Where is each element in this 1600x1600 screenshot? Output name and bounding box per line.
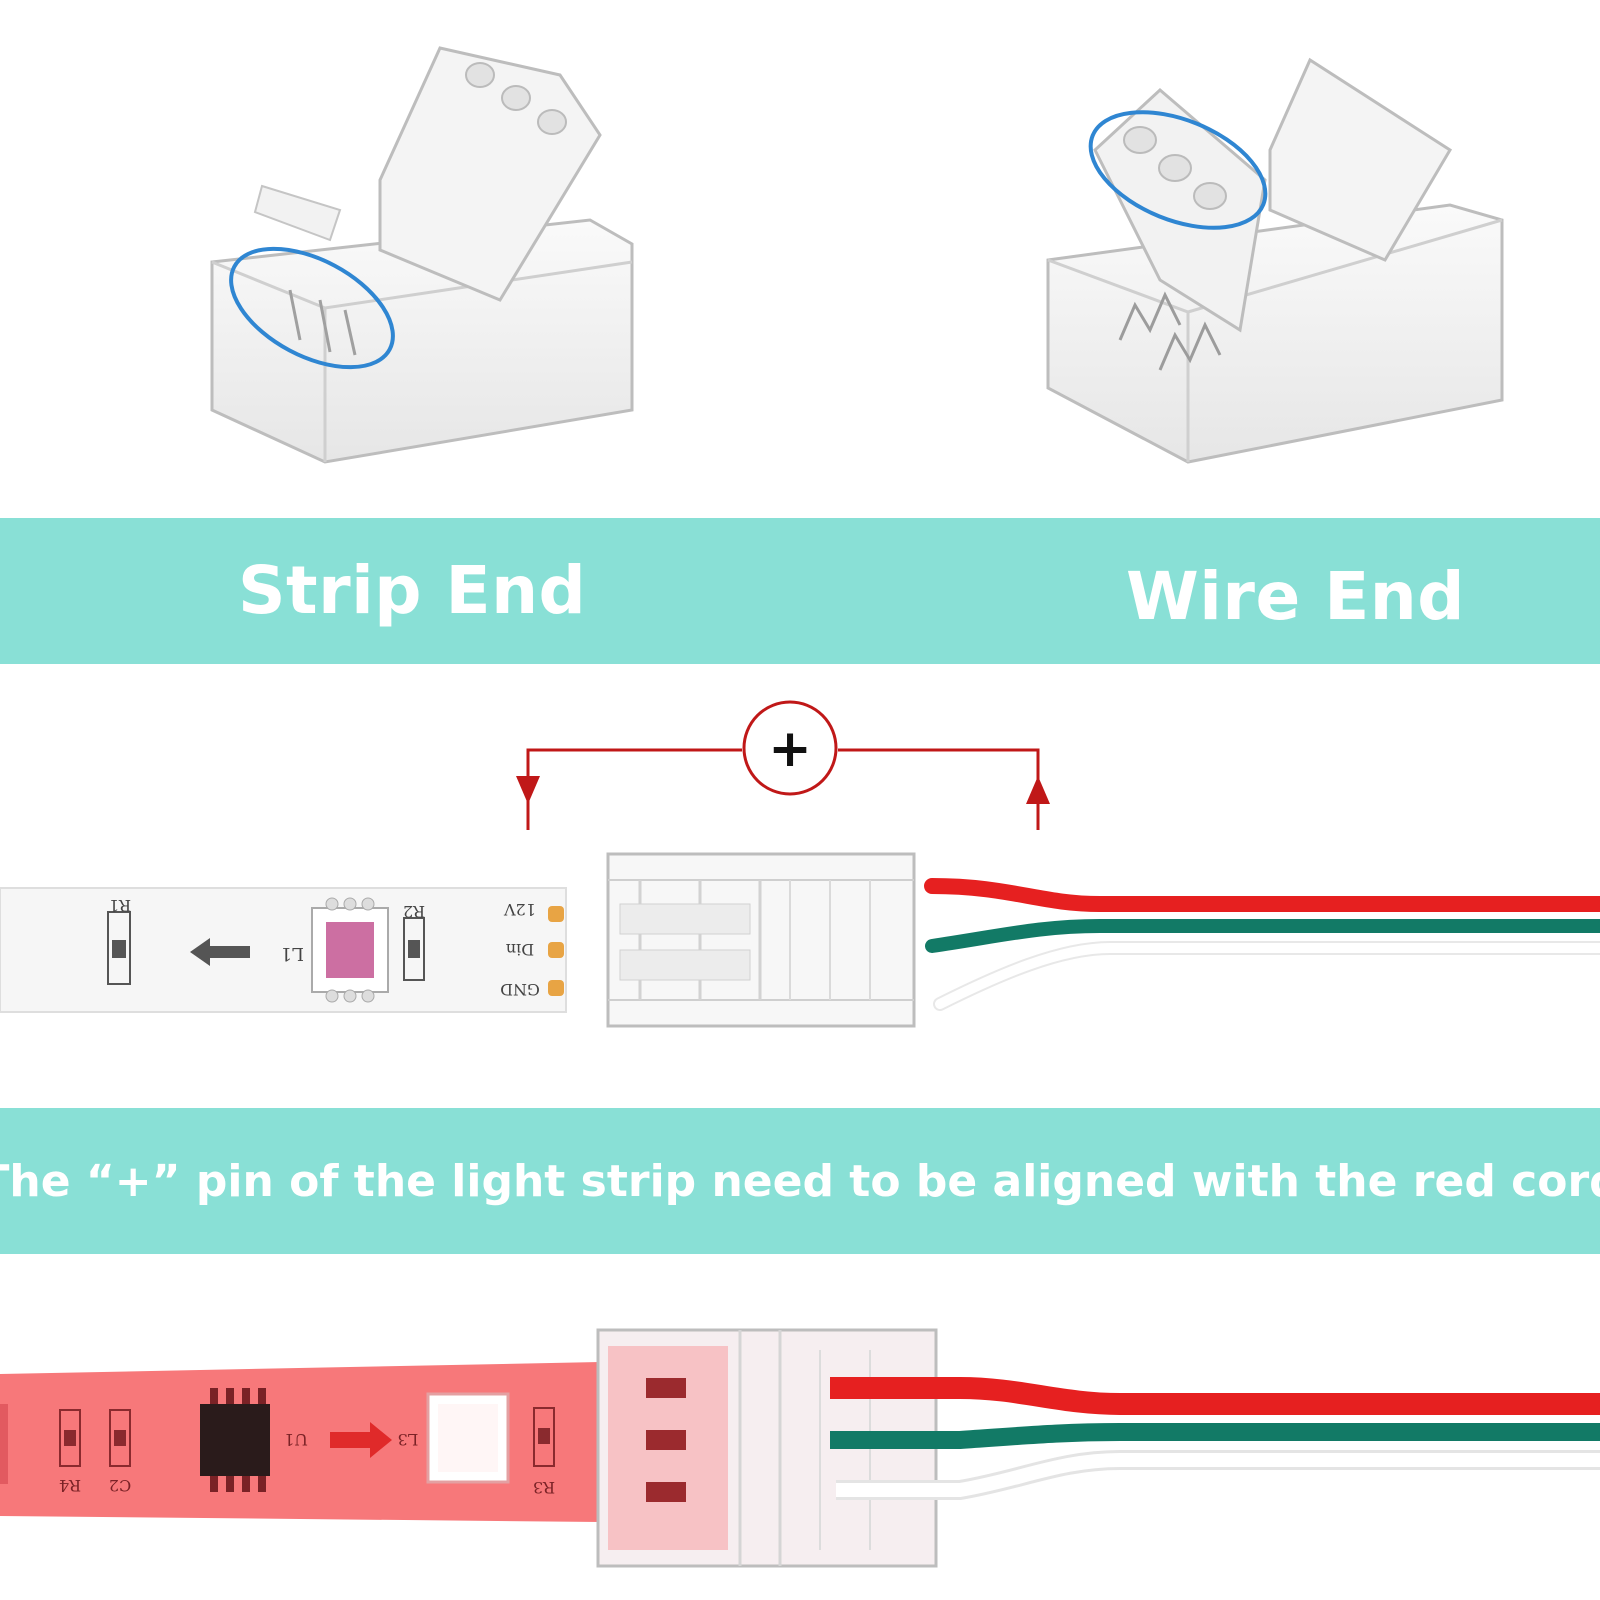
connected-lit-strip: R4 C2 U1 L3 R3 xyxy=(0,1328,1600,1568)
connector-illustrations xyxy=(210,46,1504,464)
svg-text:R3: R3 xyxy=(533,1478,555,1497)
three-core-cable-attached xyxy=(830,1377,1600,1500)
ic-chip xyxy=(200,1404,270,1476)
down-arrow-icon xyxy=(516,776,540,804)
led-strip-unlit: R1 L1 R2 12V Din GND xyxy=(0,887,567,1013)
label-band-bottom: The “+” pin of the light strip need to b… xyxy=(0,1108,1600,1254)
alignment-note: The “+” pin of the light strip need to b… xyxy=(0,1155,1600,1207)
svg-text:R4: R4 xyxy=(59,1476,81,1495)
pad-label-din: Din xyxy=(506,940,534,959)
pad-label-12v: 12V xyxy=(504,900,536,919)
wire-end-connector xyxy=(1046,57,1504,464)
plus-symbol: + xyxy=(768,719,812,779)
direction-arrow-icon xyxy=(330,1422,392,1458)
direction-arrow-icon xyxy=(190,938,250,966)
label-band-top: Strip End Wire End xyxy=(0,518,1600,664)
svg-text:R1: R1 xyxy=(109,896,131,915)
up-arrow-icon xyxy=(1026,776,1050,804)
connector-attached xyxy=(596,1328,938,1568)
strip-end-label: Strip End xyxy=(238,552,587,629)
svg-text:R2: R2 xyxy=(403,902,425,921)
strip-end-connector xyxy=(210,46,634,464)
led-strip-lit: R4 C2 U1 L3 R3 xyxy=(0,1362,600,1522)
three-core-cable xyxy=(924,878,1600,1011)
polarity-diagram: + R1 L1 R2 12V Din GND xyxy=(0,700,1600,1028)
svg-text:L3: L3 xyxy=(398,1430,419,1449)
plus-circle-icon: + xyxy=(742,700,838,796)
svg-text:U1: U1 xyxy=(284,1430,308,1449)
clear-connector xyxy=(606,852,916,1028)
svg-text:L1: L1 xyxy=(281,943,304,964)
pad-label-gnd: GND xyxy=(500,980,540,999)
strip-end-highlight xyxy=(229,246,395,370)
svg-text:C2: C2 xyxy=(109,1476,131,1495)
wire-end-highlight xyxy=(1088,110,1268,230)
wire-end-label: Wire End xyxy=(1126,558,1466,635)
